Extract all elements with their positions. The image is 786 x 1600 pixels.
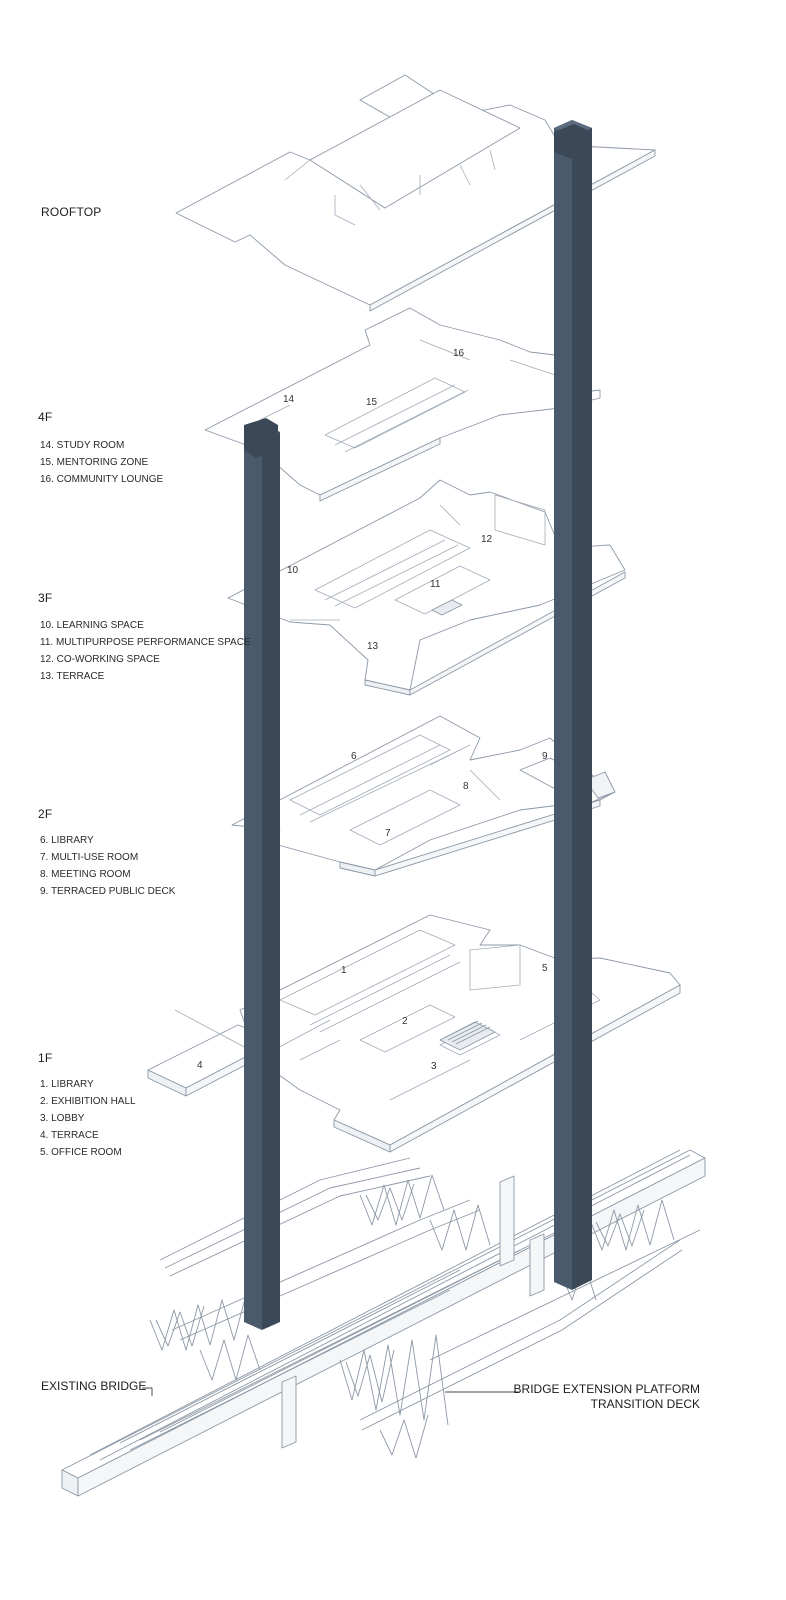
room-item: 3. LOBBY: [40, 1113, 85, 1124]
existing-bridge: [61, 1149, 706, 1497]
room-item: 14. STUDY ROOM: [40, 440, 125, 451]
room-item: 6. LIBRARY: [40, 835, 94, 846]
bridge-pier-left: [281, 1375, 297, 1449]
floor-4f-room-list: 14. STUDY ROOM 15. MENTORING ZONE 16. CO…: [40, 437, 163, 488]
floor-4f-title: 4F: [38, 410, 53, 424]
plan-number: 4: [197, 1060, 203, 1071]
bridge-pier-right: [529, 1233, 545, 1297]
bridge-extension-line1: BRIDGE EXTENSION PLATFORM: [513, 1382, 700, 1396]
floor-3f-room-list: 10. LEARNING SPACE 11. MULTIPURPOSE PERF…: [40, 617, 251, 685]
plan-number: 13: [367, 641, 379, 652]
floor-1f-plan: [147, 914, 681, 1153]
bridge-extension-line2: TRANSITION DECK: [590, 1397, 700, 1411]
plan-number: 7: [385, 828, 391, 839]
room-item: 13. TERRACE: [40, 671, 105, 682]
room-item: 4. TERRACE: [40, 1130, 99, 1141]
core-left: [244, 418, 280, 1330]
plan-number: 12: [481, 534, 493, 545]
floor-1f-title: 1F: [38, 1051, 53, 1065]
existing-bridge-leader: [142, 1387, 153, 1396]
plan-number: 8: [463, 781, 469, 792]
plan-number: 10: [287, 565, 299, 576]
core-right: [554, 120, 592, 1290]
rooftop-title: ROOFTOP: [41, 205, 102, 219]
room-item: 12. CO-WORKING SPACE: [40, 654, 160, 665]
room-item: 10. LEARNING SPACE: [40, 620, 144, 631]
plan-number: 14: [283, 394, 295, 405]
plan-number: 11: [430, 579, 441, 590]
bridge-truss-right: [339, 1199, 701, 1459]
bridge-pier-mid: [499, 1175, 515, 1267]
plan-number: 1: [341, 965, 347, 976]
room-item: 1. LIBRARY: [40, 1079, 94, 1090]
floor-2f-room-list: 6. LIBRARY 7. MULTI-USE ROOM 8. MEETING …: [40, 832, 175, 900]
room-item: 2. EXHIBITION HALL: [40, 1096, 136, 1107]
plan-number: 9: [542, 751, 548, 762]
plan-number: 2: [402, 1016, 408, 1027]
existing-bridge-label: EXISTING BRIDGE: [41, 1379, 147, 1393]
plan-number: 5: [542, 963, 548, 974]
floor-2f-title: 2F: [38, 807, 53, 821]
room-item: 5. OFFICE ROOM: [40, 1147, 122, 1158]
room-item: 7. MULTI-USE ROOM: [40, 852, 139, 863]
bridge-extension-label: BRIDGE EXTENSION PLATFORM TRANSITION DEC…: [514, 1382, 700, 1412]
room-item: 9. TERRACED PUBLIC DECK: [40, 886, 176, 897]
room-item: 15. MENTORING ZONE: [40, 457, 149, 468]
room-item: 16. COMMUNITY LOUNGE: [40, 474, 164, 485]
floor-1f-room-list: 1. LIBRARY 2. EXHIBITION HALL 3. LOBBY 4…: [40, 1076, 136, 1161]
floor-3f-title: 3F: [38, 591, 53, 605]
room-item: 11. MULTIPURPOSE PERFORMANCE SPACE: [40, 637, 251, 648]
room-item: 8. MEETING ROOM: [40, 869, 131, 880]
plan-number: 16: [453, 348, 465, 359]
plan-number: 15: [366, 397, 378, 408]
plan-number: 6: [351, 751, 357, 762]
plan-number: 3: [431, 1061, 437, 1072]
